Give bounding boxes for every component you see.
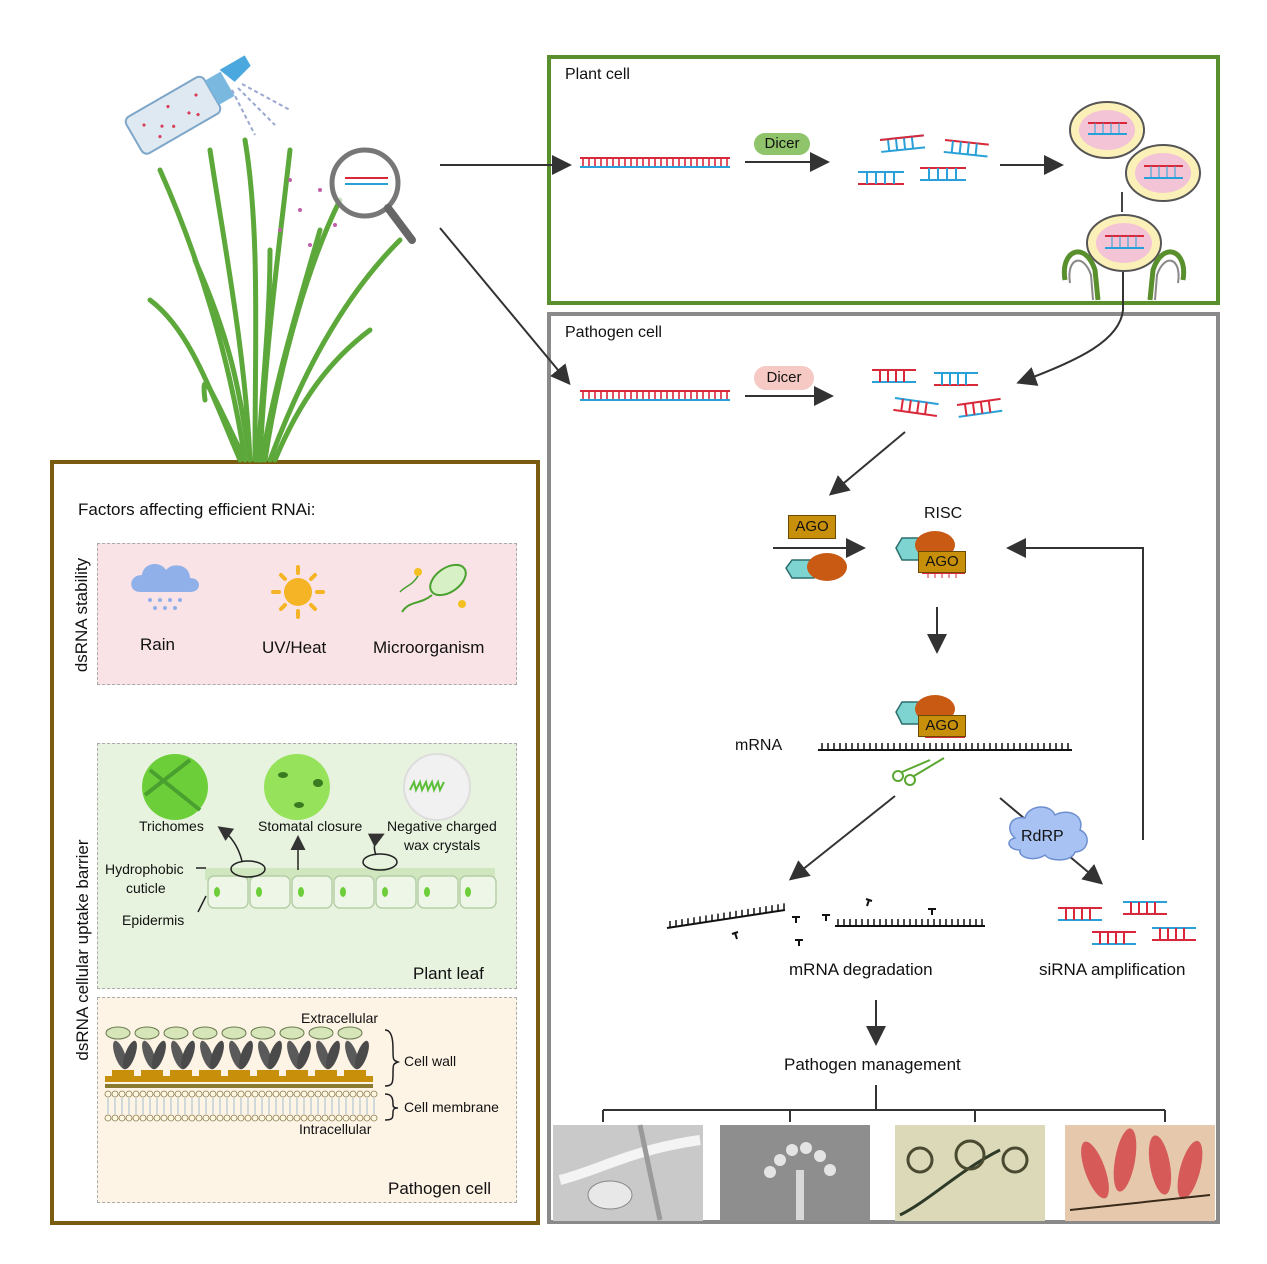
ago-badge-free: AGO [788, 515, 836, 539]
stomata-icon [264, 754, 330, 820]
ago-label-mrna: AGO [925, 717, 959, 734]
pathogen-dicer-label: Dicer [766, 369, 802, 386]
rdrp-label: RdRP [1021, 828, 1064, 845]
cuticle-label-1: Hydrophobic [105, 861, 184, 877]
wax-label-2: wax crystals [404, 837, 481, 853]
rain-icon [131, 563, 199, 610]
plant-cell-box [547, 55, 1220, 305]
intracellular-label: Intracellular [299, 1121, 372, 1137]
ago-badge-mrna: AGO [918, 715, 966, 737]
cuticle-label-2: cuticle [126, 880, 166, 896]
plant-sirnas [858, 134, 989, 185]
pathogen-management-label: Pathogen management [784, 1055, 961, 1074]
vesicle-1 [1069, 101, 1145, 159]
cell-wall-label: Cell wall [404, 1053, 457, 1069]
trichomes-label: Trichomes [139, 818, 204, 834]
epidermis-label: Epidermis [122, 912, 185, 928]
plant-long-dsrna [580, 157, 730, 168]
ago-protein-free [785, 553, 847, 581]
spray-bottle-icon [124, 55, 291, 155]
mrna-fragments [666, 898, 985, 946]
pathogen-sirnas [872, 369, 1003, 418]
microorganism-label: Microorganism [373, 638, 485, 657]
risc-label: RISC [924, 505, 963, 522]
trichomes-icon [142, 754, 208, 820]
pathogen-image-3 [895, 1125, 1045, 1221]
rain-label: Rain [140, 635, 175, 654]
pathogen-image-2 [720, 1125, 870, 1221]
microorganism-icon [399, 563, 467, 613]
pathogen-cell-title: Pathogen cell [565, 324, 662, 341]
cell-wall-schematic [104, 1026, 378, 1122]
sirna-amplification-label: siRNA amplification [1039, 960, 1186, 979]
magnifier-icon [329, 147, 416, 244]
extracellular-label: Extracellular [301, 1010, 379, 1026]
pathogen-image-4 [1065, 1125, 1215, 1221]
ago-label-free: AGO [795, 518, 829, 535]
scissors-icon [892, 757, 945, 786]
pathogen-dicer-badge: Dicer [754, 366, 814, 390]
mrna-label: mRNA [735, 737, 783, 754]
vesicle-3 [1086, 214, 1162, 272]
plant-cell-title: Plant cell [565, 66, 630, 83]
grass-plant-icon [147, 137, 403, 463]
rdrp-cloud [1008, 806, 1088, 861]
amplified-sirnas [1058, 901, 1196, 945]
factors-title: Factors affecting efficient RNAi: [78, 500, 316, 519]
uvheat-label: UV/Heat [262, 638, 327, 657]
cell-membrane-label: Cell membrane [404, 1099, 499, 1115]
epidermis-cells [205, 868, 497, 909]
pathogen-long-dsrna [580, 390, 730, 401]
pathogen-cell-caption: Pathogen cell [388, 1179, 492, 1198]
sun-icon [271, 565, 325, 619]
factors-box [50, 460, 540, 1225]
ago-label-risc: AGO [925, 553, 959, 570]
mrna-strand [818, 743, 1072, 751]
pathogen-cell-box [547, 312, 1220, 1224]
ago-badge-risc: AGO [918, 551, 966, 573]
plant-leaf-caption: Plant leaf [413, 964, 484, 983]
mrna-degradation-label: mRNA degradation [789, 960, 933, 979]
pathogen-image-1 [553, 1124, 703, 1221]
plant-dicer-label: Dicer [764, 135, 800, 152]
wax-icon [403, 753, 471, 821]
vesicle-2 [1125, 144, 1201, 202]
plant-dicer-badge: Dicer [754, 133, 810, 155]
stomatal-label: Stomatal closure [258, 818, 363, 834]
wax-label-1: Negative charged [387, 818, 497, 834]
